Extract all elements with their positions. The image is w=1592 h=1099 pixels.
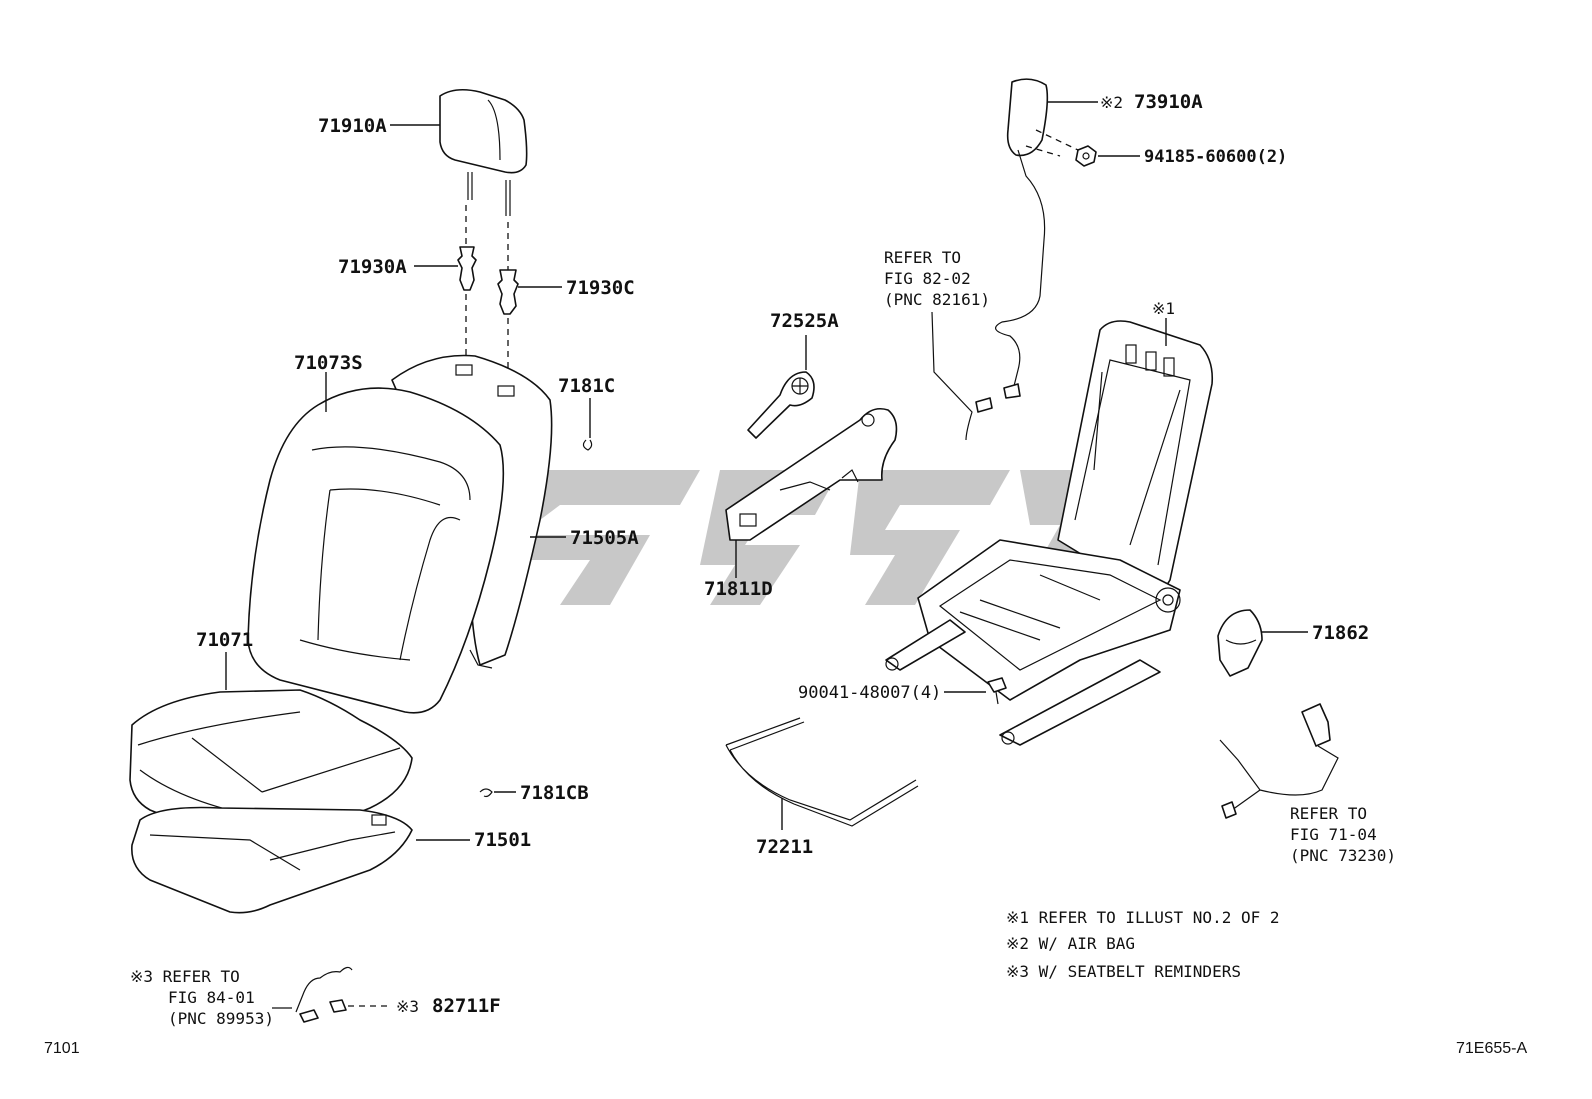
mark-frame: ※1: [1152, 299, 1175, 318]
note-2: ※2 W/ AIR BAG: [1006, 934, 1135, 953]
seat-frame-assembly: [885, 320, 1214, 746]
label-82711F: 82711F: [432, 995, 501, 1017]
label-73910A: 73910A: [1134, 91, 1203, 113]
ref-fig82-line3: (PNC 82161): [884, 290, 990, 309]
label-71073S: 71073S: [294, 352, 363, 374]
label-72525A: 72525A: [770, 310, 839, 332]
ref-fig84-line3: (PNC 89953): [168, 1009, 274, 1028]
mark-73910A: ※2: [1100, 93, 1123, 112]
seatback-cover-part: [247, 354, 553, 714]
footer-illustration-code: 71E655-A: [1456, 1040, 1527, 1057]
headrest-guide-a: [457, 246, 477, 291]
recliner-knob-part: [747, 371, 815, 439]
label-71501: 71501: [474, 829, 531, 851]
label-71910A: 71910A: [318, 115, 387, 137]
label-7181CB: 7181CB: [520, 782, 589, 804]
seatbelt-buckle-part: [1219, 703, 1339, 819]
label-94185: 94185-60600(2): [1144, 147, 1287, 167]
bolt-part: [987, 677, 1007, 705]
seatbelt-reminder-sensor-part: [272, 966, 353, 1023]
label-71930A: 71930A: [338, 256, 407, 278]
ref-fig71-line1: REFER TO: [1290, 804, 1367, 823]
mark-82711F: ※3: [396, 997, 419, 1016]
label-71930C: 71930C: [566, 277, 635, 299]
label-90041: 90041-48007(4): [798, 683, 941, 703]
note-3: ※3 W/ SEATBELT REMINDERS: [1006, 962, 1241, 981]
label-71811D: 71811D: [704, 578, 773, 600]
label-72211: 72211: [756, 836, 813, 858]
ref-fig82-line2: FIG 82-02: [884, 269, 971, 288]
headrest-part: [439, 88, 528, 270]
seat-cushion-pad-part: [131, 806, 413, 914]
headrest-guide-c: [497, 269, 519, 315]
label-7181C: 7181C: [558, 375, 615, 397]
label-71862: 71862: [1312, 622, 1369, 644]
hog-ring-cb-part: [479, 788, 493, 798]
ref-fig71-line2: FIG 71-04: [1290, 825, 1377, 844]
footer-figure-number: 7101: [44, 1040, 80, 1057]
ref-fig71-line3: (PNC 73230): [1290, 846, 1396, 865]
side-airbag-part: [995, 78, 1079, 387]
label-71071: 71071: [196, 629, 253, 651]
ref-fig84-line1: ※3 REFER TO: [130, 967, 240, 986]
hog-ring-part: [582, 439, 593, 451]
seat-wire-part: [725, 717, 919, 827]
ref-fig82-line1: REFER TO: [884, 248, 961, 267]
label-71505A: 71505A: [570, 527, 639, 549]
airbag-harness-connector: [931, 311, 1021, 441]
recliner-cover-part: [1217, 609, 1263, 677]
seat-cushion-shield-part: [725, 407, 898, 541]
note-1: ※1 REFER TO ILLUST NO.2 OF 2: [1006, 908, 1280, 927]
ref-fig84-line2: FIG 84-01: [168, 988, 255, 1007]
airbag-nut-part: [1075, 145, 1097, 167]
